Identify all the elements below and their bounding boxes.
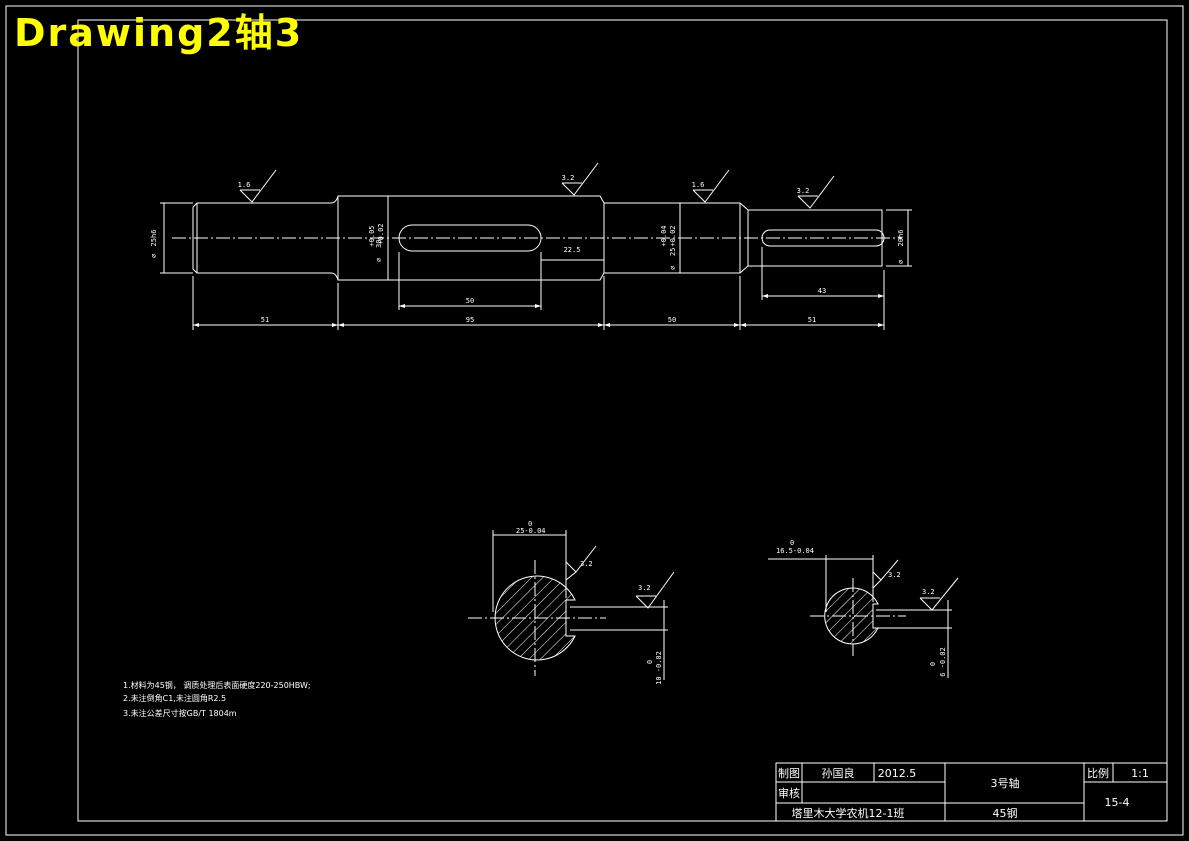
dim-text-seg2: 95 xyxy=(466,316,474,324)
title-block-frame xyxy=(775,762,1168,822)
arrowheads xyxy=(193,294,884,327)
roughness-symbol xyxy=(561,162,599,196)
dim-text-dia3-lower: +0.02 xyxy=(669,225,677,246)
dim-text-seg1: 51 xyxy=(261,316,269,324)
roughness-symbol xyxy=(919,577,959,611)
dim-text-seg4: 51 xyxy=(808,316,816,324)
tb-drawn-name: 孙国良 xyxy=(822,766,855,780)
roughness-value: 3.2 xyxy=(580,560,593,568)
dim-text-dia3-upper: +0.04 xyxy=(660,225,668,246)
dim-text-dia4-symbol: ⌀ xyxy=(897,260,905,264)
roughness-symbol xyxy=(635,571,675,609)
dim-text-sec1-key-upper: 0 xyxy=(646,660,654,664)
keyway-1 xyxy=(398,224,542,252)
dim-text-dia3-symbol: ⌀ xyxy=(669,266,677,270)
tb-school: 塔里木大学农机12-1班 xyxy=(792,806,905,820)
dim-text-dia1-symbol: ⌀ xyxy=(150,254,158,258)
roughness-value: 3.2 xyxy=(922,588,935,596)
window-title: Drawing2轴3 xyxy=(14,11,304,55)
roughness-value: 3.2 xyxy=(797,187,810,195)
roughness-symbol xyxy=(872,559,899,589)
section-view-1 xyxy=(468,530,675,680)
dim-text-sec1-upper: 0 xyxy=(528,520,532,528)
note-1: 1.材料为45钢， 调质处理后表面硬度220-250HBW; xyxy=(123,680,311,690)
dim-text-sec2-width: 16.5-0.04 xyxy=(776,547,814,555)
outer-border xyxy=(5,5,1184,836)
roughness-value: 3.2 xyxy=(562,174,575,182)
tb-material: 45钢 xyxy=(993,807,1018,820)
tb-drawn-label: 制图 xyxy=(778,767,800,780)
dim-text-seg3: 50 xyxy=(668,316,676,324)
shaft-main-view xyxy=(160,162,912,330)
dim-text-key2: 43 xyxy=(818,287,826,295)
tb-checked-label: 审核 xyxy=(778,786,800,800)
tb-scale-label: 比例 xyxy=(1087,766,1109,780)
dim-text-dia3: 25 xyxy=(669,248,677,256)
roughness-symbol xyxy=(239,169,277,203)
section-outline xyxy=(494,575,576,661)
section-view-2 xyxy=(768,555,959,678)
note-2: 2.未注倒角C1,未注圆角R2.5 xyxy=(123,693,226,703)
tb-scale-value: 1:1 xyxy=(1131,767,1149,780)
dim-text-sec2-upper: 0 xyxy=(790,539,794,547)
dim-text-dia4: 20h6 xyxy=(897,230,905,247)
tb-drawing-no: 15-4 xyxy=(1105,796,1130,809)
dim-text-offset: 22.5 xyxy=(564,246,581,254)
tb-date: 2012.5 xyxy=(878,767,917,780)
section-outline xyxy=(824,587,879,645)
shaft-outline xyxy=(192,195,883,281)
dim-text-dia2-upper: +0.05 xyxy=(368,225,376,246)
dim-text-sec2-key-upper: 0 xyxy=(929,662,937,666)
dim-text-dia1: 25h6 xyxy=(150,230,158,247)
dim-text-dia2-symbol: ⌀ xyxy=(375,258,383,262)
dim-text-sec1-width: 25-0.04 xyxy=(516,527,546,535)
roughness-symbol xyxy=(797,175,835,209)
title-block xyxy=(775,762,1168,822)
dim-text-sec1-key: 10 -0.02 xyxy=(655,651,663,685)
tb-part-name: 3号轴 xyxy=(991,776,1020,790)
inner-border xyxy=(77,19,1168,822)
dim-text-sec2-key: 6 -0.02 xyxy=(939,647,947,677)
keyway-2 xyxy=(761,229,885,247)
dim-text-dia2: 30 xyxy=(375,240,383,248)
arrowhead xyxy=(193,294,884,327)
roughness-symbol xyxy=(565,545,597,581)
roughness-value: 3.2 xyxy=(638,584,651,592)
roughness-value: 1.6 xyxy=(238,181,251,189)
roughness-symbol xyxy=(692,169,730,203)
roughness-value: 1.6 xyxy=(692,181,705,189)
note-3: 3.未注公差尺寸按GB/T 1804m xyxy=(123,708,237,718)
dim-text-dia2-lower: +0.02 xyxy=(377,223,385,244)
section-hatch xyxy=(824,587,878,645)
roughness-value: 3.2 xyxy=(888,571,901,579)
dim-text-key1: 50 xyxy=(466,297,474,305)
